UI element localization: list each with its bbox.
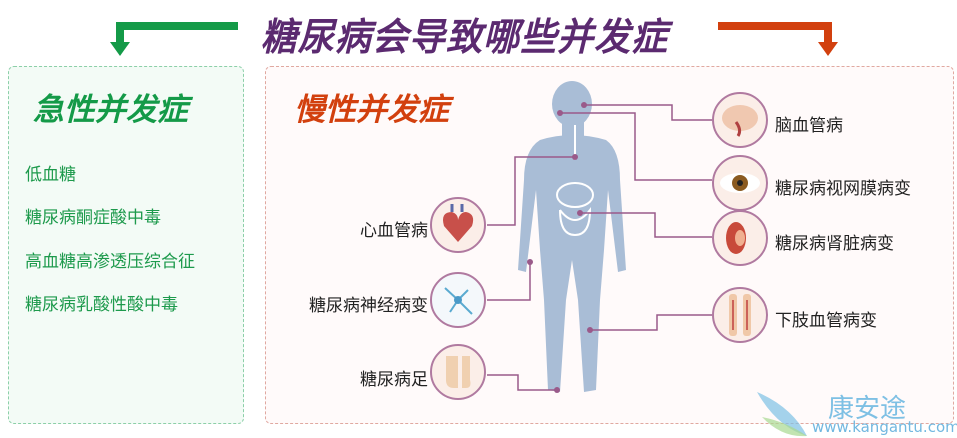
- foot-icon: [430, 344, 486, 400]
- acute-item: 糖尿病乳酸性酸中毒: [25, 295, 178, 315]
- legs-icon: [712, 287, 768, 343]
- watermark-url: www.kangantu.com: [812, 418, 957, 436]
- label-cardiovascular: 心血管病: [360, 221, 428, 241]
- label-lower-limb-vascular: 下肢血管病变: [775, 311, 877, 331]
- acute-item: 高血糖高渗透压综合征: [25, 252, 195, 272]
- acute-title: 急性并发症: [33, 92, 188, 128]
- chronic-panel: [265, 66, 954, 424]
- label-diabetic-foot: 糖尿病足: [360, 370, 428, 390]
- label-neuropathy: 糖尿病神经病变: [309, 296, 428, 316]
- acute-item: 糖尿病酮症酸中毒: [25, 208, 161, 228]
- watermark-name: 康安途: [828, 394, 907, 424]
- watermark-leaf-logo: [757, 392, 807, 437]
- connector-lines: [487, 104, 712, 391]
- acute-item: 低血糖: [25, 165, 76, 185]
- page-title: 糖尿病会导致哪些并发症: [260, 15, 669, 59]
- chronic-title: 慢性并发症: [294, 92, 449, 128]
- label-cerebrovascular: 脑血管病: [775, 116, 843, 136]
- acute-panel: [8, 66, 244, 424]
- eye-icon: [712, 155, 768, 211]
- human-body-silhouette: [518, 81, 626, 392]
- red-arrow-icon: [718, 22, 838, 56]
- kidney-icon: [712, 210, 768, 266]
- label-nephropathy: 糖尿病肾脏病变: [775, 234, 894, 254]
- label-retinopathy: 糖尿病视网膜病变: [775, 179, 911, 199]
- green-arrow-icon: [110, 22, 238, 56]
- brain-icon: [712, 92, 768, 148]
- nerve-icon: [430, 272, 486, 328]
- connector-dots: [527, 102, 593, 393]
- heart-icon: [430, 197, 486, 253]
